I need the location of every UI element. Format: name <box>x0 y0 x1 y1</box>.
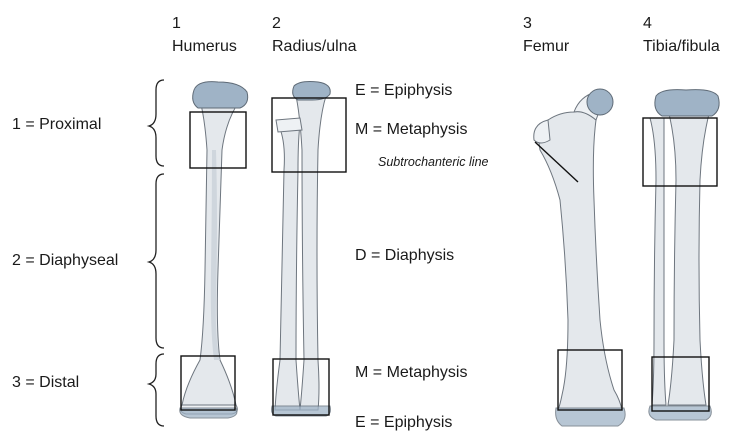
brace-distal <box>149 354 164 426</box>
zone-label-distal: 3 = Distal <box>12 374 79 392</box>
femur-distal-epiphysis <box>556 408 626 426</box>
region-label-epiphysis-top: E = Epiphysis <box>355 82 452 100</box>
tibia-proximal-epiphysis <box>655 90 719 116</box>
bone-number-radius-ulna: 2 <box>272 15 281 33</box>
tibia-fibula-distal-epiphysis <box>649 406 711 420</box>
bone-name-tibia-fibula: Tibia/fibula <box>643 38 720 56</box>
radius-ulna-bones <box>272 82 331 417</box>
bone-name-femur: Femur <box>523 38 569 56</box>
bone-name-radius-ulna: Radius/ulna <box>272 38 357 56</box>
zone-label-diaphyseal: 2 = Diaphyseal <box>12 252 118 270</box>
humerus-head <box>193 82 248 108</box>
brace-proximal <box>149 80 164 166</box>
annotation-subtrochanteric-line: Subtrochanteric line <box>378 153 488 171</box>
femur-head <box>587 89 613 115</box>
region-label-metaphysis-bottom: M = Metaphysis <box>355 364 467 382</box>
bone-number-tibia-fibula: 4 <box>643 15 652 33</box>
bone-name-humerus: Humerus <box>172 38 237 56</box>
ulna-proximal-epiphysis <box>293 82 331 101</box>
region-label-metaphysis-top: M = Metaphysis <box>355 121 467 139</box>
brace-diaphyseal <box>149 174 164 348</box>
bone-number-humerus: 1 <box>172 15 181 33</box>
femur-bone <box>534 89 625 426</box>
region-label-epiphysis-bottom: E = Epiphysis <box>355 414 452 432</box>
region-label-diaphysis: D = Diaphysis <box>355 247 454 265</box>
bone-number-femur: 3 <box>523 15 532 33</box>
zone-label-proximal: 1 = Proximal <box>12 116 101 134</box>
